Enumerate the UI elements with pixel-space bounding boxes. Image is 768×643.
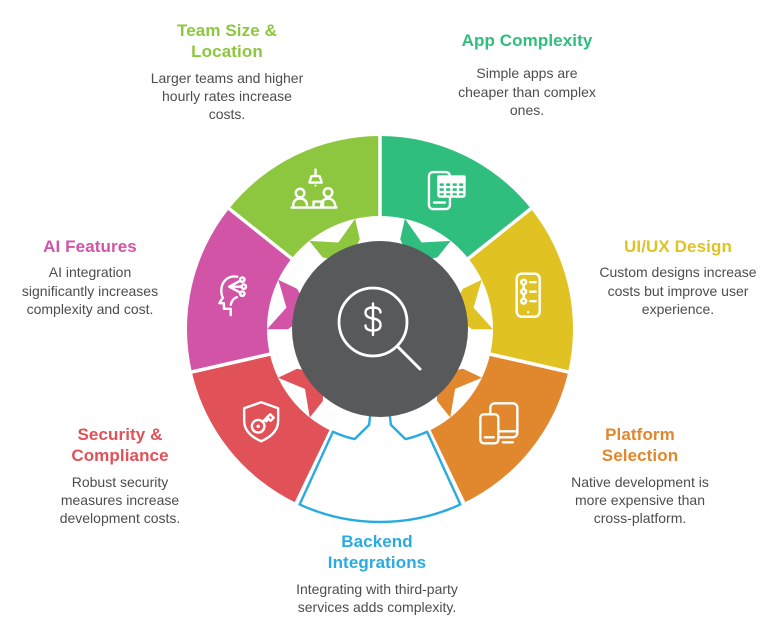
callout-title: UI/UX Design [624,237,732,256]
callout-uiux-design: UI/UX Design Custom designs increase cos… [588,236,768,319]
callout-description: Integrating with third-party services ad… [296,580,458,615]
phone-table-icon [427,170,466,211]
callout-description: Larger teams and higher hourly rates inc… [150,69,304,123]
callout-backend-integrations: Backend Integrations Integrating with th… [287,531,467,616]
phone-settings-icon [515,272,541,318]
callout-title: Team Size & Location [177,21,277,62]
segment-gap [464,205,535,263]
segment-gap [188,351,275,375]
callout-team-size-location: Team Size & Location Larger teams and hi… [137,20,317,124]
segment-gap [225,205,296,263]
callout-description: Native development is more expensive tha… [571,473,709,527]
devices-icon [479,402,519,445]
segment-ai-features [187,208,292,372]
segment-backend-integrations [298,406,462,524]
callout-title: App Complexity [461,31,593,50]
cost-magnifier-icon [337,286,422,371]
shield-key-icon [242,401,280,443]
callout-title: Backend Integrations [327,532,427,573]
callout-description: AI integration significantly increases c… [21,264,159,318]
team-desk-icon [290,168,338,209]
segment-security-compliance [191,354,331,503]
callout-title: AI Features [43,237,137,256]
callout-title: Platform Selection [601,425,679,466]
callout-platform-selection: Platform Selection Native development is… [550,424,730,528]
segment-team-size-location [229,136,380,259]
segment-gap [425,426,467,507]
segment-gap [485,351,572,375]
callout-title: Security & Compliance [71,425,169,466]
callout-description: Robust security measures increase develo… [59,473,181,527]
ai-head-icon [218,275,248,317]
callout-ai-features: AI Features AI integration significantly… [0,236,180,319]
callout-security-compliance: Security & Compliance Robust security me… [30,424,210,528]
callout-description: Custom designs increase costs but improv… [599,264,757,318]
callout-description: Simple apps are cheaper than complex one… [458,65,596,119]
segment-gap [293,426,335,507]
callout-app-complexity: App Complexity Simple apps are cheaper t… [437,30,617,120]
